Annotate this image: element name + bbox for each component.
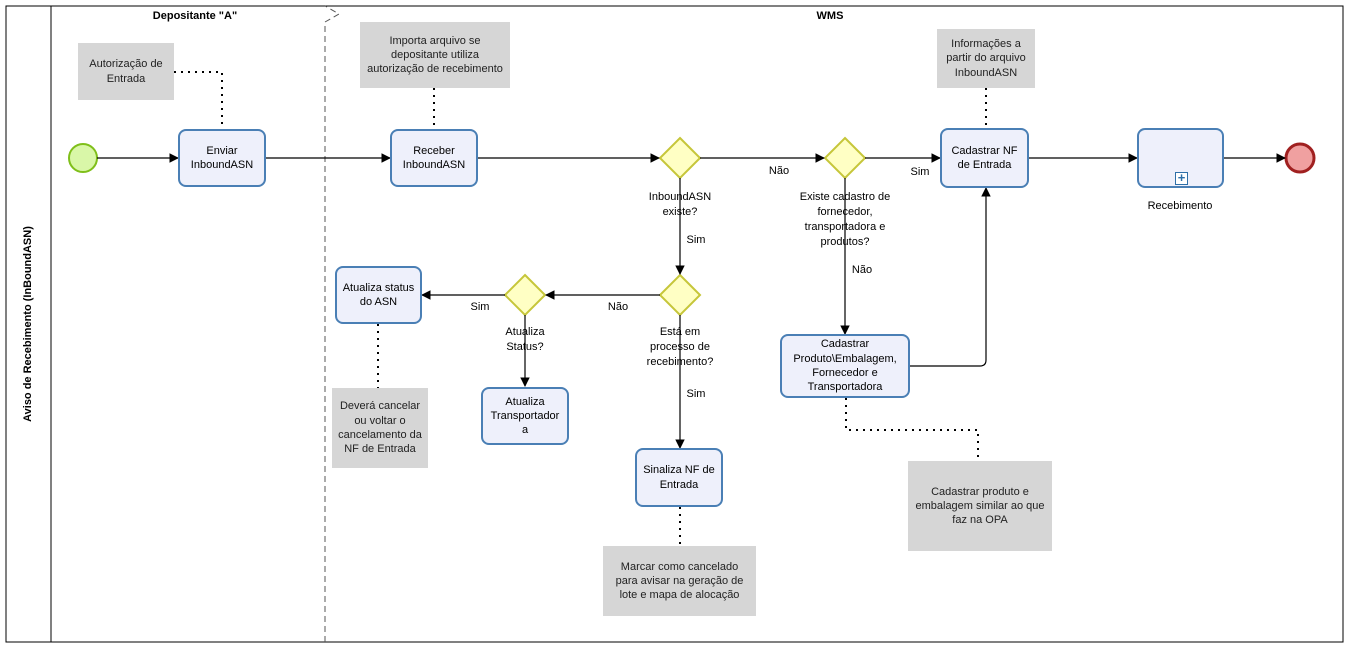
lane-title-wms: WMS — [816, 10, 844, 22]
gateway-processo-recebimento-label: Está em processo de recebimento? — [646, 326, 714, 368]
task-sinaliza-nf[interactable]: Sinaliza NF de Entrada — [635, 448, 723, 507]
note-informacoes: Informações a partir do arquivo InboundA… — [937, 29, 1035, 88]
note-cadastrar-similar: Cadastrar produto e embalagem similar ao… — [908, 461, 1052, 551]
flow-label-sim-inbound: Sim — [686, 234, 706, 246]
flow-label-nao-inbound: Não — [768, 165, 790, 177]
task-cadastrar-nf[interactable]: Cadastrar NF de Entrada — [940, 128, 1029, 188]
note-devera-cancelar: Deverá cancelar ou voltar o cancelamento… — [332, 388, 428, 468]
flow-label-sim-cadastro: Sim — [910, 166, 930, 178]
note-importa: Importa arquivo se depositante utiliza a… — [360, 22, 510, 88]
gateway-inbound-existe-label: InboundASN existe? — [648, 191, 712, 218]
start-event[interactable] — [68, 143, 98, 173]
flow-label-sim-processo: Sim — [686, 388, 706, 400]
assoc-cadastrar-similar — [845, 398, 979, 460]
pool-frame — [5, 5, 1344, 643]
flow-label-nao-cadastro: Não — [851, 264, 873, 276]
flow-produto-nf — [910, 187, 991, 367]
flow-label-sim-atualiza: Sim — [470, 301, 490, 313]
gateway-atualiza-status-label: Atualiza Status? — [505, 326, 545, 353]
task-enviar-inboundasn[interactable]: Enviar InboundASN — [178, 129, 266, 187]
flow-label-nao-processo: Não — [607, 301, 629, 313]
task-atualiza-status-asn[interactable]: Atualiza status do ASN — [335, 266, 422, 324]
end-event[interactable] — [1284, 142, 1316, 174]
lane-title-depositante: Depositante "A" — [152, 10, 238, 22]
note-autorizacao: Autorização de Entrada — [78, 43, 174, 100]
lane-divider — [324, 5, 341, 642]
subprocess-recebimento-label: Recebimento — [1147, 200, 1213, 212]
gateway-existe-cadastro-label: Existe cadastro de fornecedor, transport… — [799, 191, 891, 248]
task-atualiza-transportadora[interactable]: Atualiza Transportador a — [481, 387, 569, 445]
task-receber-inboundasn[interactable]: Receber InboundASN — [390, 129, 478, 187]
task-cadastrar-produto[interactable]: Cadastrar Produto\Embalagem, Fornecedor … — [780, 334, 910, 398]
pool-label-text: Aviso de Recebimento (InBoundASN) — [22, 226, 34, 422]
subprocess-recebimento[interactable]: + — [1137, 128, 1224, 188]
assoc-autorizacao — [174, 71, 223, 128]
subprocess-expand-icon[interactable]: + — [1175, 171, 1188, 185]
note-marcar-cancelado: Marcar como cancelado para avisar na ger… — [603, 546, 756, 616]
pool-label: Aviso de Recebimento (InBoundASN) — [6, 6, 50, 642]
